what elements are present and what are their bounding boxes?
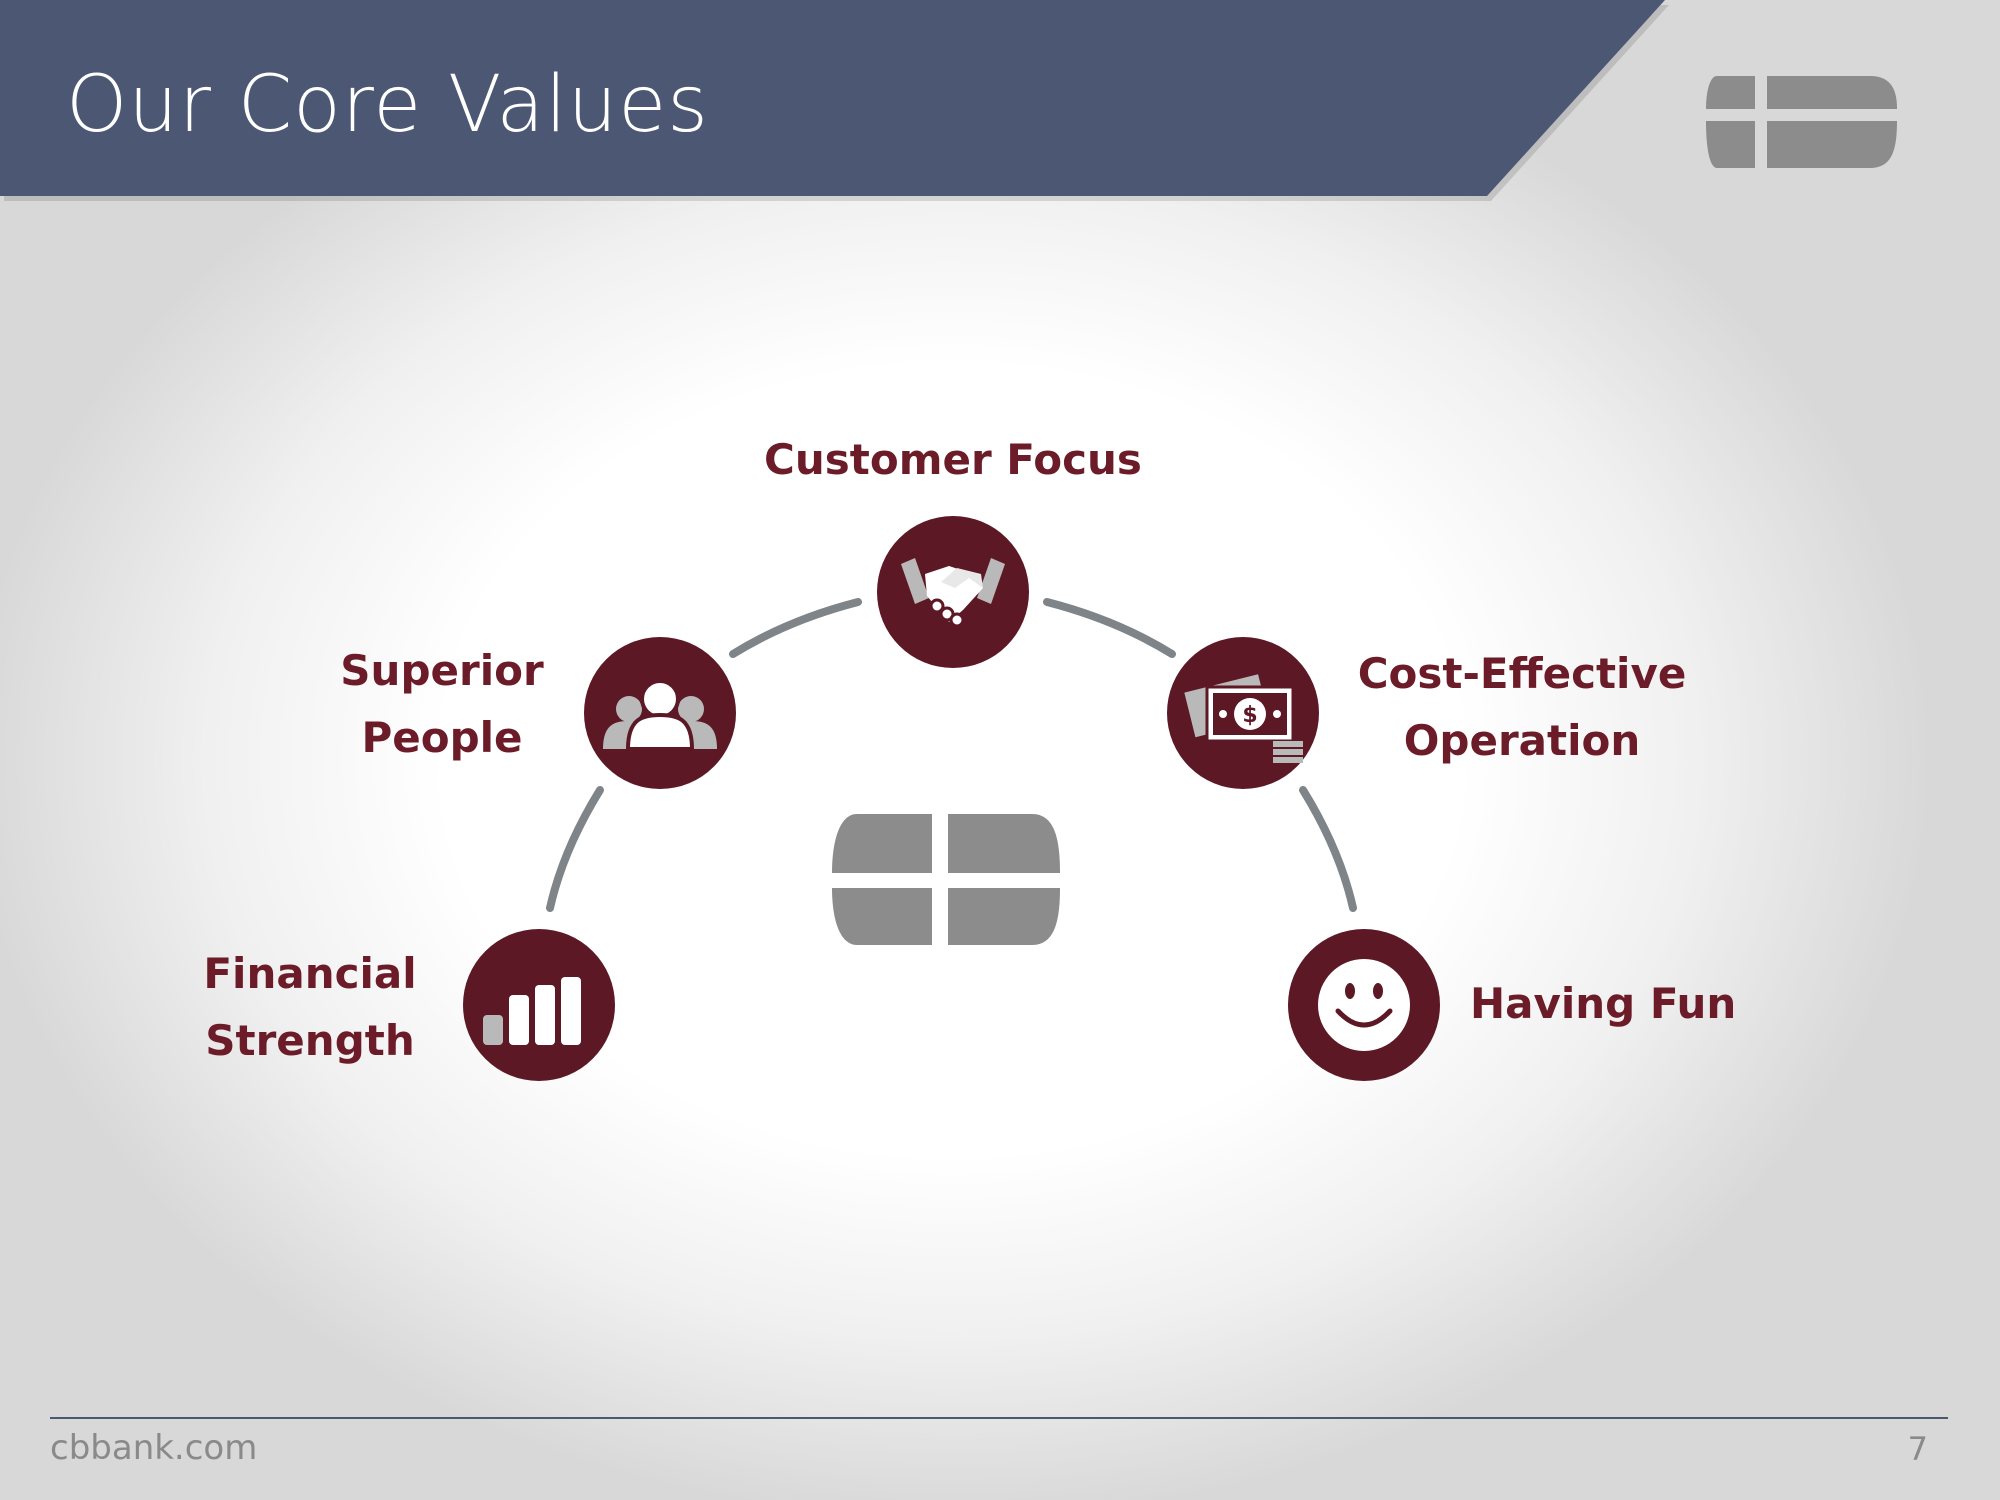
connector-arc bbox=[1043, 598, 1176, 658]
label-customer-focus: Customer Focus bbox=[753, 426, 1153, 493]
header-banner bbox=[0, 0, 1665, 196]
smiley-icon bbox=[1318, 959, 1410, 1051]
page-number: 7 bbox=[1907, 1430, 1928, 1468]
label-line: Strength bbox=[205, 1016, 415, 1065]
money-icon: $ bbox=[1184, 674, 1303, 763]
label-line: Cost-Effective bbox=[1357, 649, 1687, 698]
label-line: Customer Focus bbox=[764, 435, 1142, 484]
header-band bbox=[0, 0, 1897, 201]
connector-arc bbox=[1299, 786, 1357, 912]
label-cost-effective-operation: Cost-Effective Operation bbox=[1322, 640, 1722, 774]
bar-chart-icon bbox=[483, 977, 581, 1045]
node-superior-people bbox=[584, 637, 736, 789]
people-icon bbox=[603, 679, 717, 751]
label-having-fun: Having Fun bbox=[1470, 970, 1760, 1037]
label-financial-strength: Financial Strength bbox=[160, 940, 460, 1074]
node-financial-strength bbox=[463, 929, 615, 1081]
node-having-fun bbox=[1288, 929, 1440, 1081]
label-superior-people: Superior People bbox=[302, 637, 582, 771]
handshake-icon bbox=[901, 558, 1005, 628]
company-logo-center bbox=[832, 814, 1060, 945]
label-line: Operation bbox=[1403, 716, 1641, 765]
label-line: Having Fun bbox=[1470, 979, 1737, 1028]
node-customer-focus bbox=[877, 516, 1029, 668]
slide-title: Our Core Values bbox=[66, 60, 709, 150]
company-logo-header bbox=[1706, 76, 1897, 168]
connector-arc bbox=[729, 598, 862, 658]
svg-text:$: $ bbox=[1242, 703, 1257, 728]
label-line: Financial bbox=[203, 949, 417, 998]
connector-arc bbox=[546, 786, 604, 912]
label-line: People bbox=[361, 713, 523, 762]
footer-divider bbox=[50, 1417, 1948, 1419]
node-cost-effective-operation: $ bbox=[1167, 637, 1319, 789]
label-line: Superior bbox=[340, 646, 544, 695]
footer-url: cbbank.com bbox=[50, 1428, 258, 1468]
